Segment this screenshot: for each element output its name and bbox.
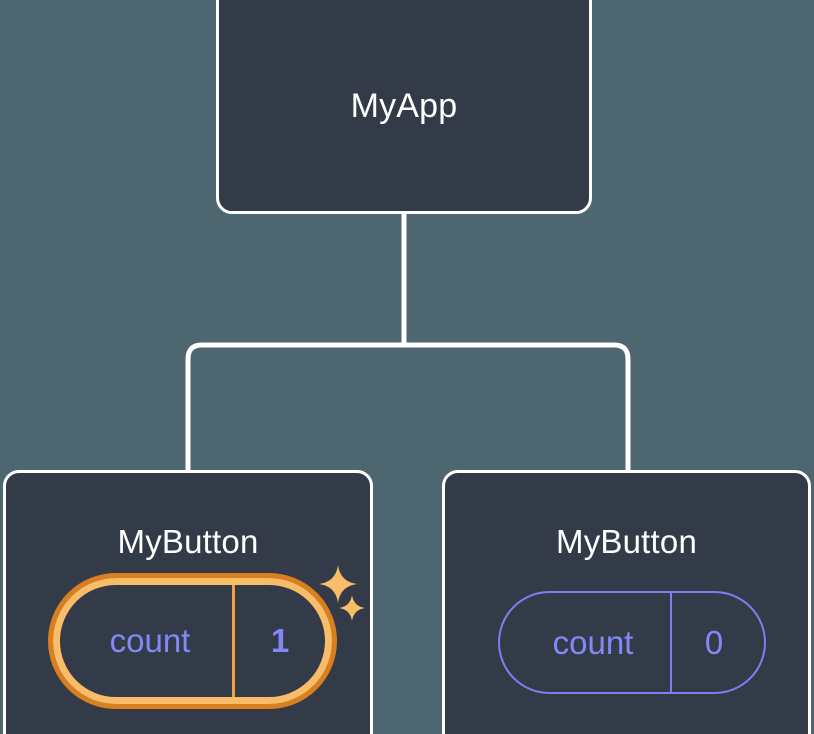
sparkle-small-icon — [339, 595, 365, 621]
state-key-label: count — [500, 593, 672, 692]
node-myapp[interactable]: MyApp — [216, 0, 592, 214]
node-mybutton-left[interactable]: MyButton count 1 — [3, 470, 373, 734]
node-mybutton-left-title: MyButton — [117, 523, 259, 560]
state-key-label: count — [60, 585, 235, 697]
state-value-label: 0 — [704, 623, 724, 661]
connector-branch-bus — [185, 342, 631, 470]
node-myapp-title: MyApp — [350, 87, 458, 125]
state-pill-plain[interactable]: count 0 — [498, 591, 766, 694]
state-pill-highlighted[interactable]: count 1 — [48, 573, 337, 709]
sparkle-large-icon — [319, 565, 357, 603]
state-value-label: 1 — [270, 622, 290, 659]
node-mybutton-right[interactable]: MyButton count 0 — [442, 470, 811, 734]
state-pill-inner-ring: count 1 — [53, 578, 332, 704]
node-mybutton-right-title: MyButton — [556, 523, 697, 560]
